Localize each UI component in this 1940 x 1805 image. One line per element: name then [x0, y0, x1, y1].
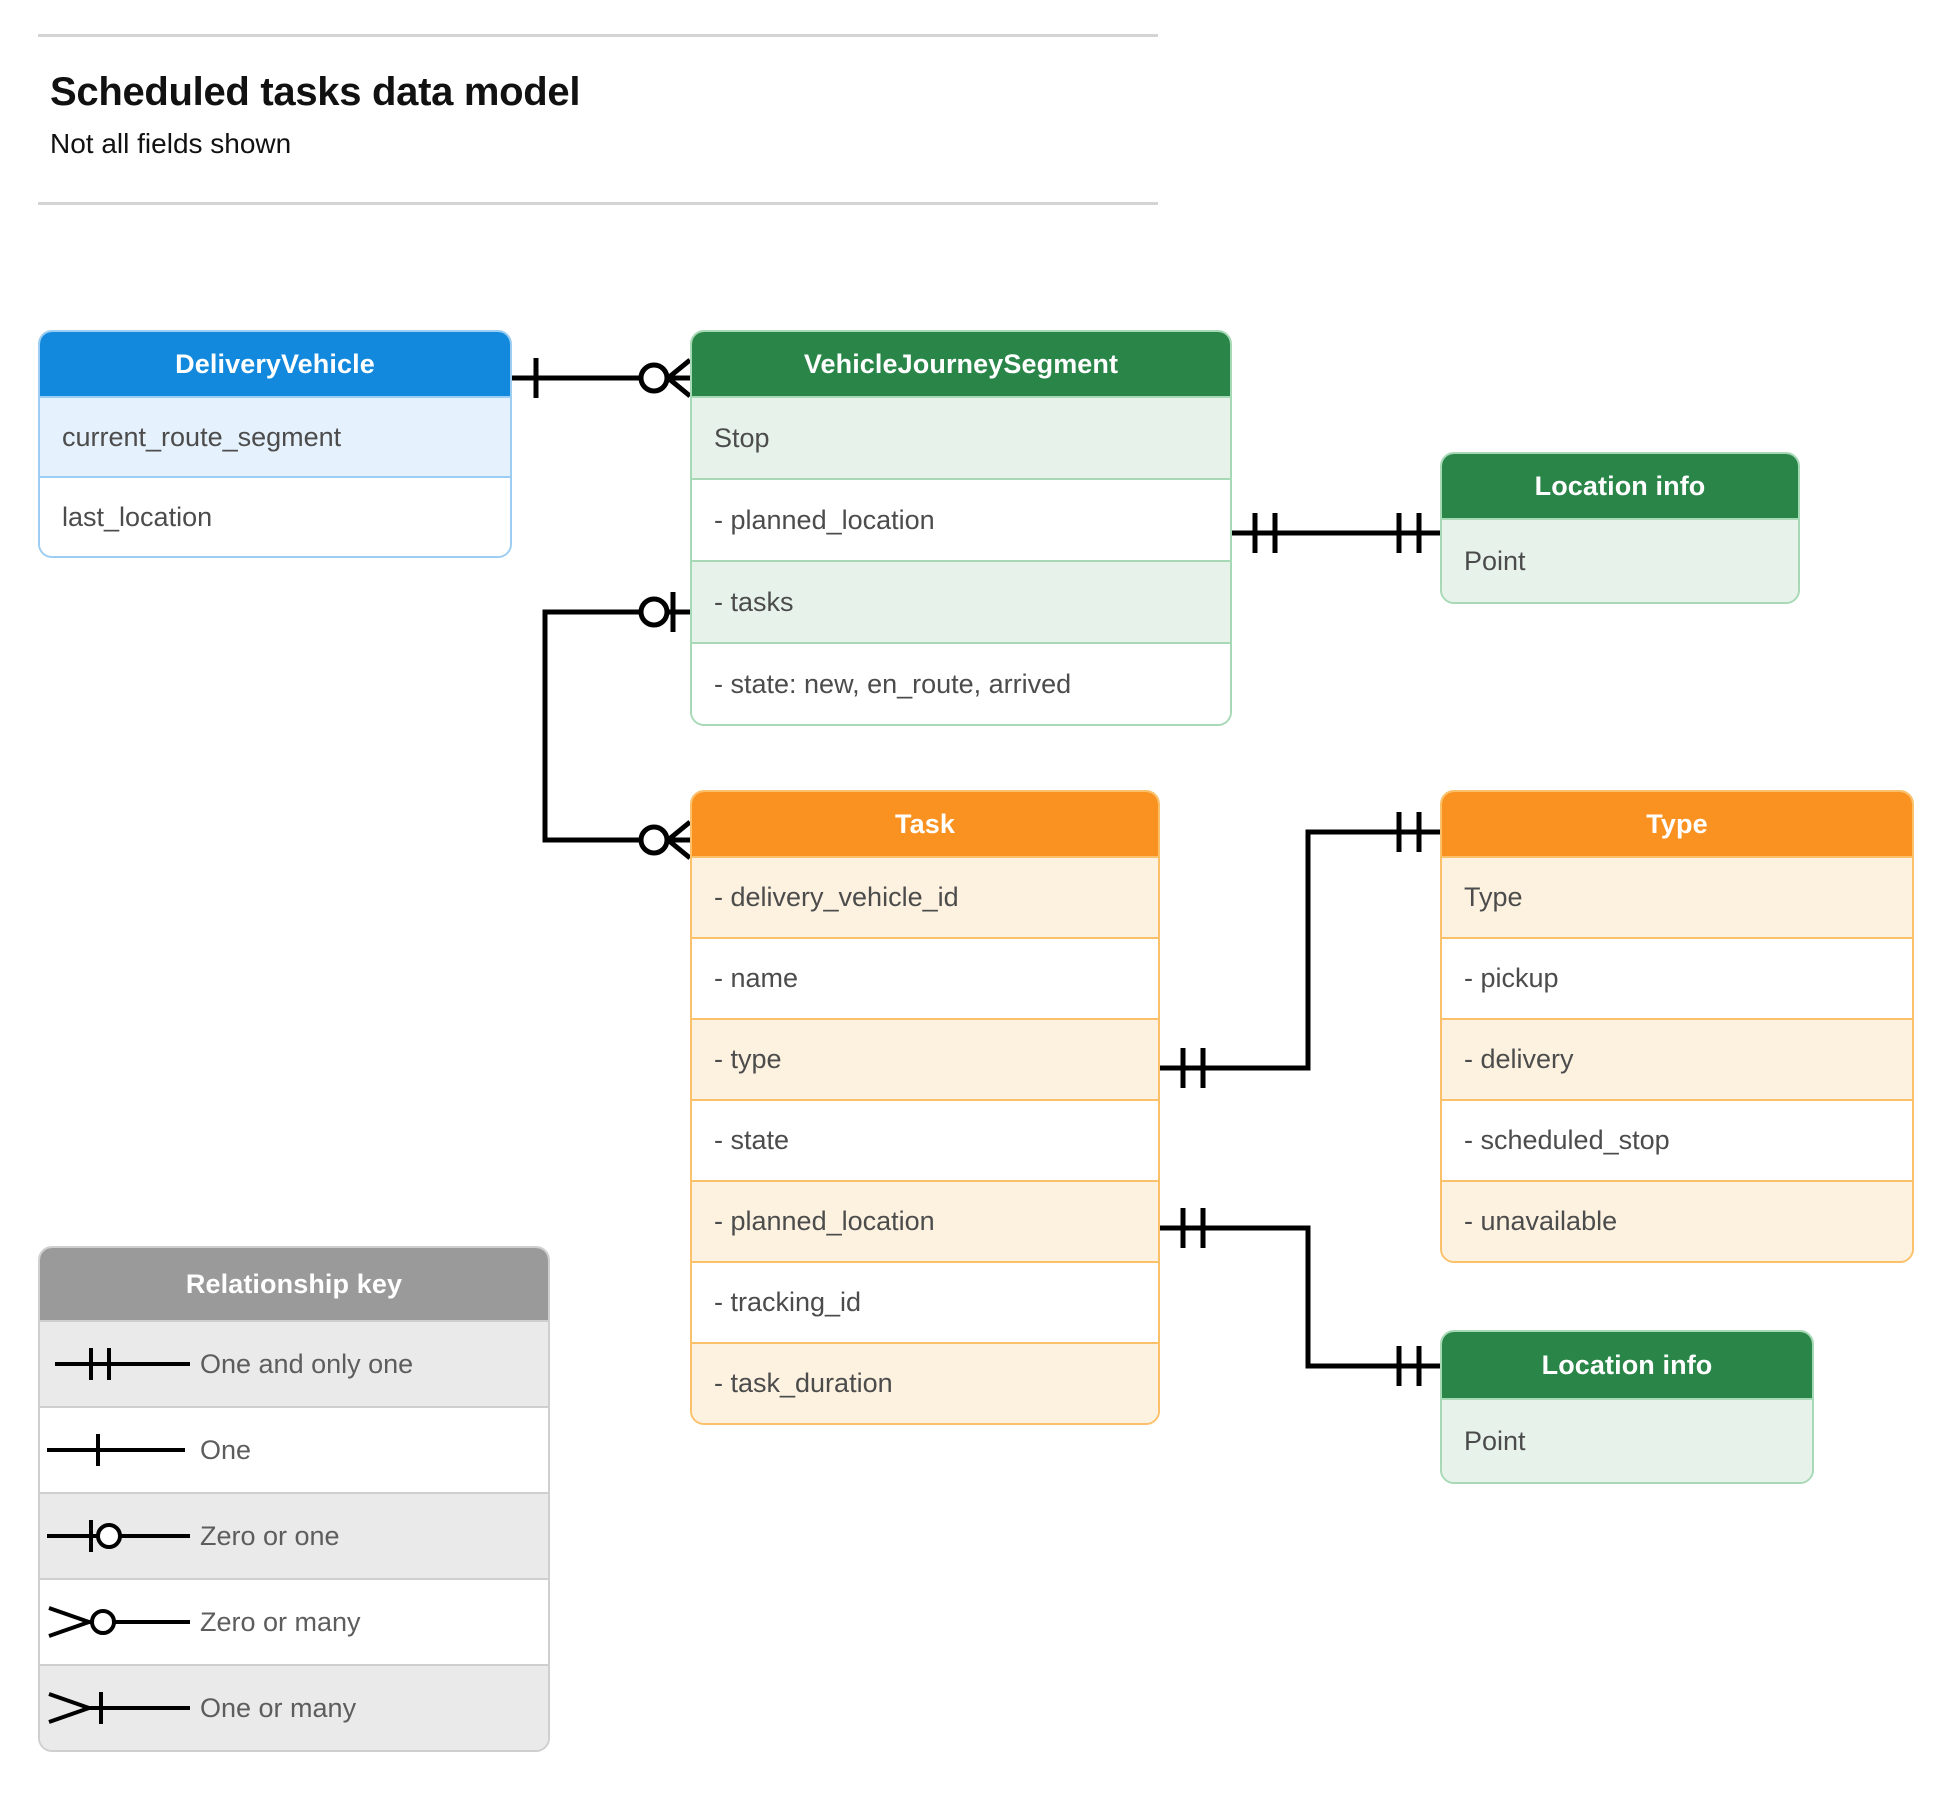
- entity-title-delivery-vehicle: DeliveryVehicle: [40, 332, 510, 396]
- header-divider-bottom: [38, 202, 1158, 205]
- entity-location-info-bottom[interactable]: Location info Point: [1440, 1330, 1814, 1484]
- entity-location-info-top[interactable]: Location info Point: [1440, 452, 1800, 604]
- header-divider-top: [38, 34, 1158, 37]
- entity-title-type: Type: [1442, 792, 1912, 856]
- entity-title-task: Task: [692, 792, 1158, 856]
- entity-delivery-vehicle[interactable]: DeliveryVehicle current_route_segment la…: [38, 330, 512, 558]
- entity-row: - delivery_vehicle_id: [692, 856, 1158, 937]
- entity-row: - type: [692, 1018, 1158, 1099]
- entity-row: Point: [1442, 518, 1798, 602]
- legend-item-label: Zero or many: [200, 1606, 361, 1637]
- page-subtitle: Not all fields shown: [50, 128, 292, 159]
- entity-row: - pickup: [1442, 937, 1912, 1018]
- legend-item-zero-or-many: Zero or many: [40, 1578, 548, 1664]
- legend-item-one: One: [40, 1406, 548, 1492]
- legend-item-one-and-only-one: One and only one: [40, 1320, 548, 1406]
- entity-row: current_route_segment: [40, 396, 510, 476]
- legend-title: Relationship key: [40, 1248, 548, 1320]
- entity-row: - planned_location: [692, 1180, 1158, 1261]
- entity-type[interactable]: Type Type - pickup - delivery - schedule…: [1440, 790, 1914, 1263]
- entity-title-location-info: Location info: [1442, 454, 1798, 518]
- legend-item-zero-or-one: Zero or one: [40, 1492, 548, 1578]
- entity-row: - task_duration: [692, 1342, 1158, 1423]
- entity-row: - tracking_id: [692, 1261, 1158, 1342]
- page-title: Scheduled tasks data model: [50, 70, 581, 114]
- legend-item-label: Zero or one: [200, 1520, 340, 1551]
- relationship-key-legend[interactable]: Relationship key One and only one: [38, 1246, 550, 1752]
- entity-row: - state: new, en_route, arrived: [692, 642, 1230, 724]
- entity-row: - state: [692, 1099, 1158, 1180]
- entity-row: Point: [1442, 1398, 1812, 1482]
- entity-row: Type: [1442, 856, 1912, 937]
- entity-row: - name: [692, 937, 1158, 1018]
- one-icon: [40, 1428, 200, 1472]
- entity-row: - planned_location: [692, 478, 1230, 560]
- legend-item-one-or-many: One or many: [40, 1664, 548, 1750]
- legend-item-label: One: [200, 1434, 252, 1465]
- entity-title-location-info: Location info: [1442, 1332, 1812, 1398]
- zero-or-many-icon: [40, 1600, 200, 1644]
- entity-row: - delivery: [1442, 1018, 1912, 1099]
- entity-row: - unavailable: [1442, 1180, 1912, 1261]
- legend-item-label: One or many: [200, 1692, 357, 1723]
- entity-row: - scheduled_stop: [1442, 1099, 1912, 1180]
- legend-item-label: One and only one: [200, 1348, 414, 1379]
- entity-title-vehicle-journey-segment: VehicleJourneySegment: [692, 332, 1230, 396]
- entity-row: last_location: [40, 476, 510, 556]
- entity-row: - tasks: [692, 560, 1230, 642]
- one-or-many-icon: [40, 1686, 200, 1730]
- entity-vehicle-journey-segment[interactable]: VehicleJourneySegment Stop - planned_loc…: [690, 330, 1232, 726]
- entity-row: Stop: [692, 396, 1230, 478]
- one-and-only-one-icon: [40, 1342, 200, 1386]
- entity-task[interactable]: Task - delivery_vehicle_id - name - type…: [690, 790, 1160, 1425]
- zero-or-one-icon: [40, 1514, 200, 1558]
